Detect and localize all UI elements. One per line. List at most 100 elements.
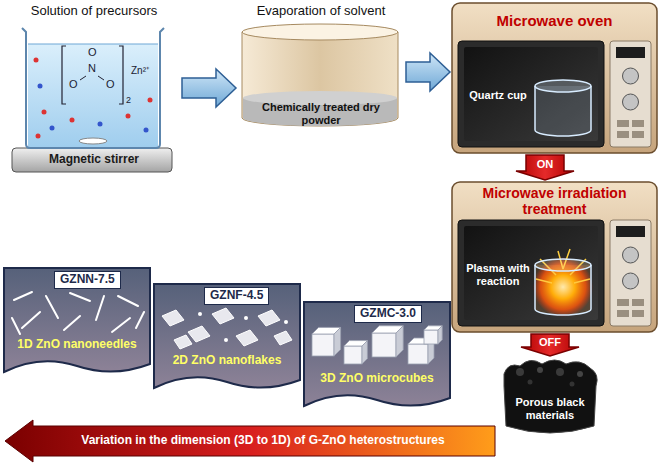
microwave-oven-part <box>535 80 591 92</box>
microwave-oven-part <box>464 47 598 141</box>
part-label: Magnetic stirrer <box>18 153 170 167</box>
nanoflake-panel-part-part <box>244 316 248 320</box>
magnetic-stirrer-part <box>12 148 172 172</box>
microwave-irradiation-part <box>616 226 645 237</box>
nanoneedle-panel-part-part <box>12 318 20 334</box>
microwave-irradiation-part <box>610 220 651 326</box>
formula-label: 2 <box>126 96 131 105</box>
beaker-part <box>126 114 131 119</box>
beaker-part <box>80 76 86 80</box>
beaker-part <box>144 128 149 133</box>
microwave-oven-part <box>623 68 639 84</box>
beaker-part <box>36 134 41 139</box>
nanoflake-panel-part-part <box>212 308 234 324</box>
microwave-irradiation-part <box>623 273 639 289</box>
microwave-oven-part <box>535 86 591 136</box>
beaker-part <box>42 110 47 115</box>
porous-material-cup-part <box>577 371 583 377</box>
beaker-part <box>28 44 158 147</box>
nanoflake-panel-part-part <box>162 310 184 326</box>
nanoneedle-panel-part-part <box>64 316 80 330</box>
microwave-irradiation-part <box>617 310 629 317</box>
beaker-part <box>34 58 39 63</box>
switch-arrow <box>516 155 574 180</box>
sample-description: 1D ZnO nanoneedles <box>8 338 146 352</box>
porous-material-cup-part <box>570 382 575 387</box>
nanoflake-panel-part-part <box>284 320 288 324</box>
nanoflake-panel-part-part <box>188 326 210 342</box>
microwave-oven-part <box>452 3 657 153</box>
beaker-part <box>119 46 123 104</box>
beaker <box>22 28 164 148</box>
nanoflake-panel-part-part <box>258 310 280 326</box>
formula-label: O <box>106 79 115 90</box>
dish-node: Evaporation of solventChemically treated… <box>238 0 404 130</box>
microwave-irradiation-part <box>632 310 644 317</box>
sample-panel: GZNN-7.5 1D ZnO nanoneedles <box>4 268 150 372</box>
step-heading: Solution of precursors <box>8 4 180 19</box>
nanoflake-panel-part-part <box>224 338 228 342</box>
microwave-irradiation-part <box>535 265 591 315</box>
nanoneedle-panel-part-part <box>136 312 144 328</box>
nanoflake-panel-part <box>154 284 300 388</box>
microwave-oven-part <box>617 120 629 127</box>
microwave-irradiation-part <box>452 182 657 332</box>
block-arrow <box>406 53 450 91</box>
microwave-oven-part <box>632 131 644 138</box>
porous-material-cup-part <box>504 360 597 433</box>
microwave-oven-part <box>623 94 639 110</box>
nanoneedle-panel-part-part <box>112 318 130 332</box>
beaker-part <box>62 46 66 104</box>
nanoneedle-panel-part-part <box>46 296 58 318</box>
dimension-arrow-banner-part <box>5 420 495 462</box>
microwave-irradiation-part <box>535 259 591 271</box>
sample-panel: GZMC-3.0 3D ZnO microcubes <box>304 302 450 406</box>
step-heading: Microwave oven <box>458 12 651 29</box>
microcube-panel-part-part <box>424 330 438 344</box>
nanoneedle-panel-part-part <box>118 296 138 306</box>
beaker-part <box>148 98 153 103</box>
porous-material-cup <box>504 360 597 433</box>
nanoneedle-panel-part <box>12 292 144 334</box>
nanoflake-panel-part-part <box>198 312 202 316</box>
formula-label: O <box>69 79 78 90</box>
formula-label: N <box>88 63 96 74</box>
nanoneedle-panel-part-part <box>14 292 32 300</box>
part-label: Porous black materials <box>506 396 594 421</box>
magnetic-stirrer <box>12 148 172 172</box>
nanoflake-panel <box>154 284 300 388</box>
microcube-panel-part-part <box>408 344 428 364</box>
beaker-part <box>98 122 103 127</box>
porous-material-cup-part <box>556 368 564 376</box>
microcube-panel <box>304 302 450 406</box>
nanoflake-panel-part <box>198 312 288 342</box>
part-label: Quartz cup <box>466 89 530 102</box>
sample-name: GZNN-7.5 <box>54 271 121 289</box>
nanoflake-panel-part-part <box>236 330 258 346</box>
dimension-arrow-banner <box>5 420 495 462</box>
microwave-oven <box>452 3 657 153</box>
porous-material-cup-part <box>537 367 543 373</box>
evaporation-dish-part <box>242 24 398 40</box>
part-label: Chemically treated dry powder <box>242 101 400 126</box>
microcube-panel-part-part <box>372 333 396 357</box>
beaker-part <box>98 76 104 80</box>
switch-arrow <box>521 334 579 356</box>
microcube-panel-part-part <box>438 326 442 344</box>
nanoneedle-panel-part-part <box>22 312 40 328</box>
banner-text: Variation in the dimension (3D to 1D) of… <box>35 420 491 462</box>
microwave-irradiation-part <box>464 226 598 320</box>
sample-name: GZMC-3.0 <box>354 305 422 323</box>
step-heading: Microwave irradiation treatment <box>456 185 653 217</box>
microcube-panel-part-part <box>396 326 403 357</box>
microwave-irradiation-part <box>632 299 644 306</box>
microwave-node: Microwave ovenQuartz cup <box>452 3 657 153</box>
nanoflake-panel-part <box>162 308 292 349</box>
microwave-oven-part <box>610 41 651 147</box>
product-node: Porous black materials <box>500 358 600 436</box>
sample-description: 3D ZnO microcubes <box>308 372 446 386</box>
nanoneedle-panel <box>4 268 150 372</box>
microcube-panel-part-part <box>344 346 362 364</box>
microcube-panel-part-part <box>362 341 367 364</box>
